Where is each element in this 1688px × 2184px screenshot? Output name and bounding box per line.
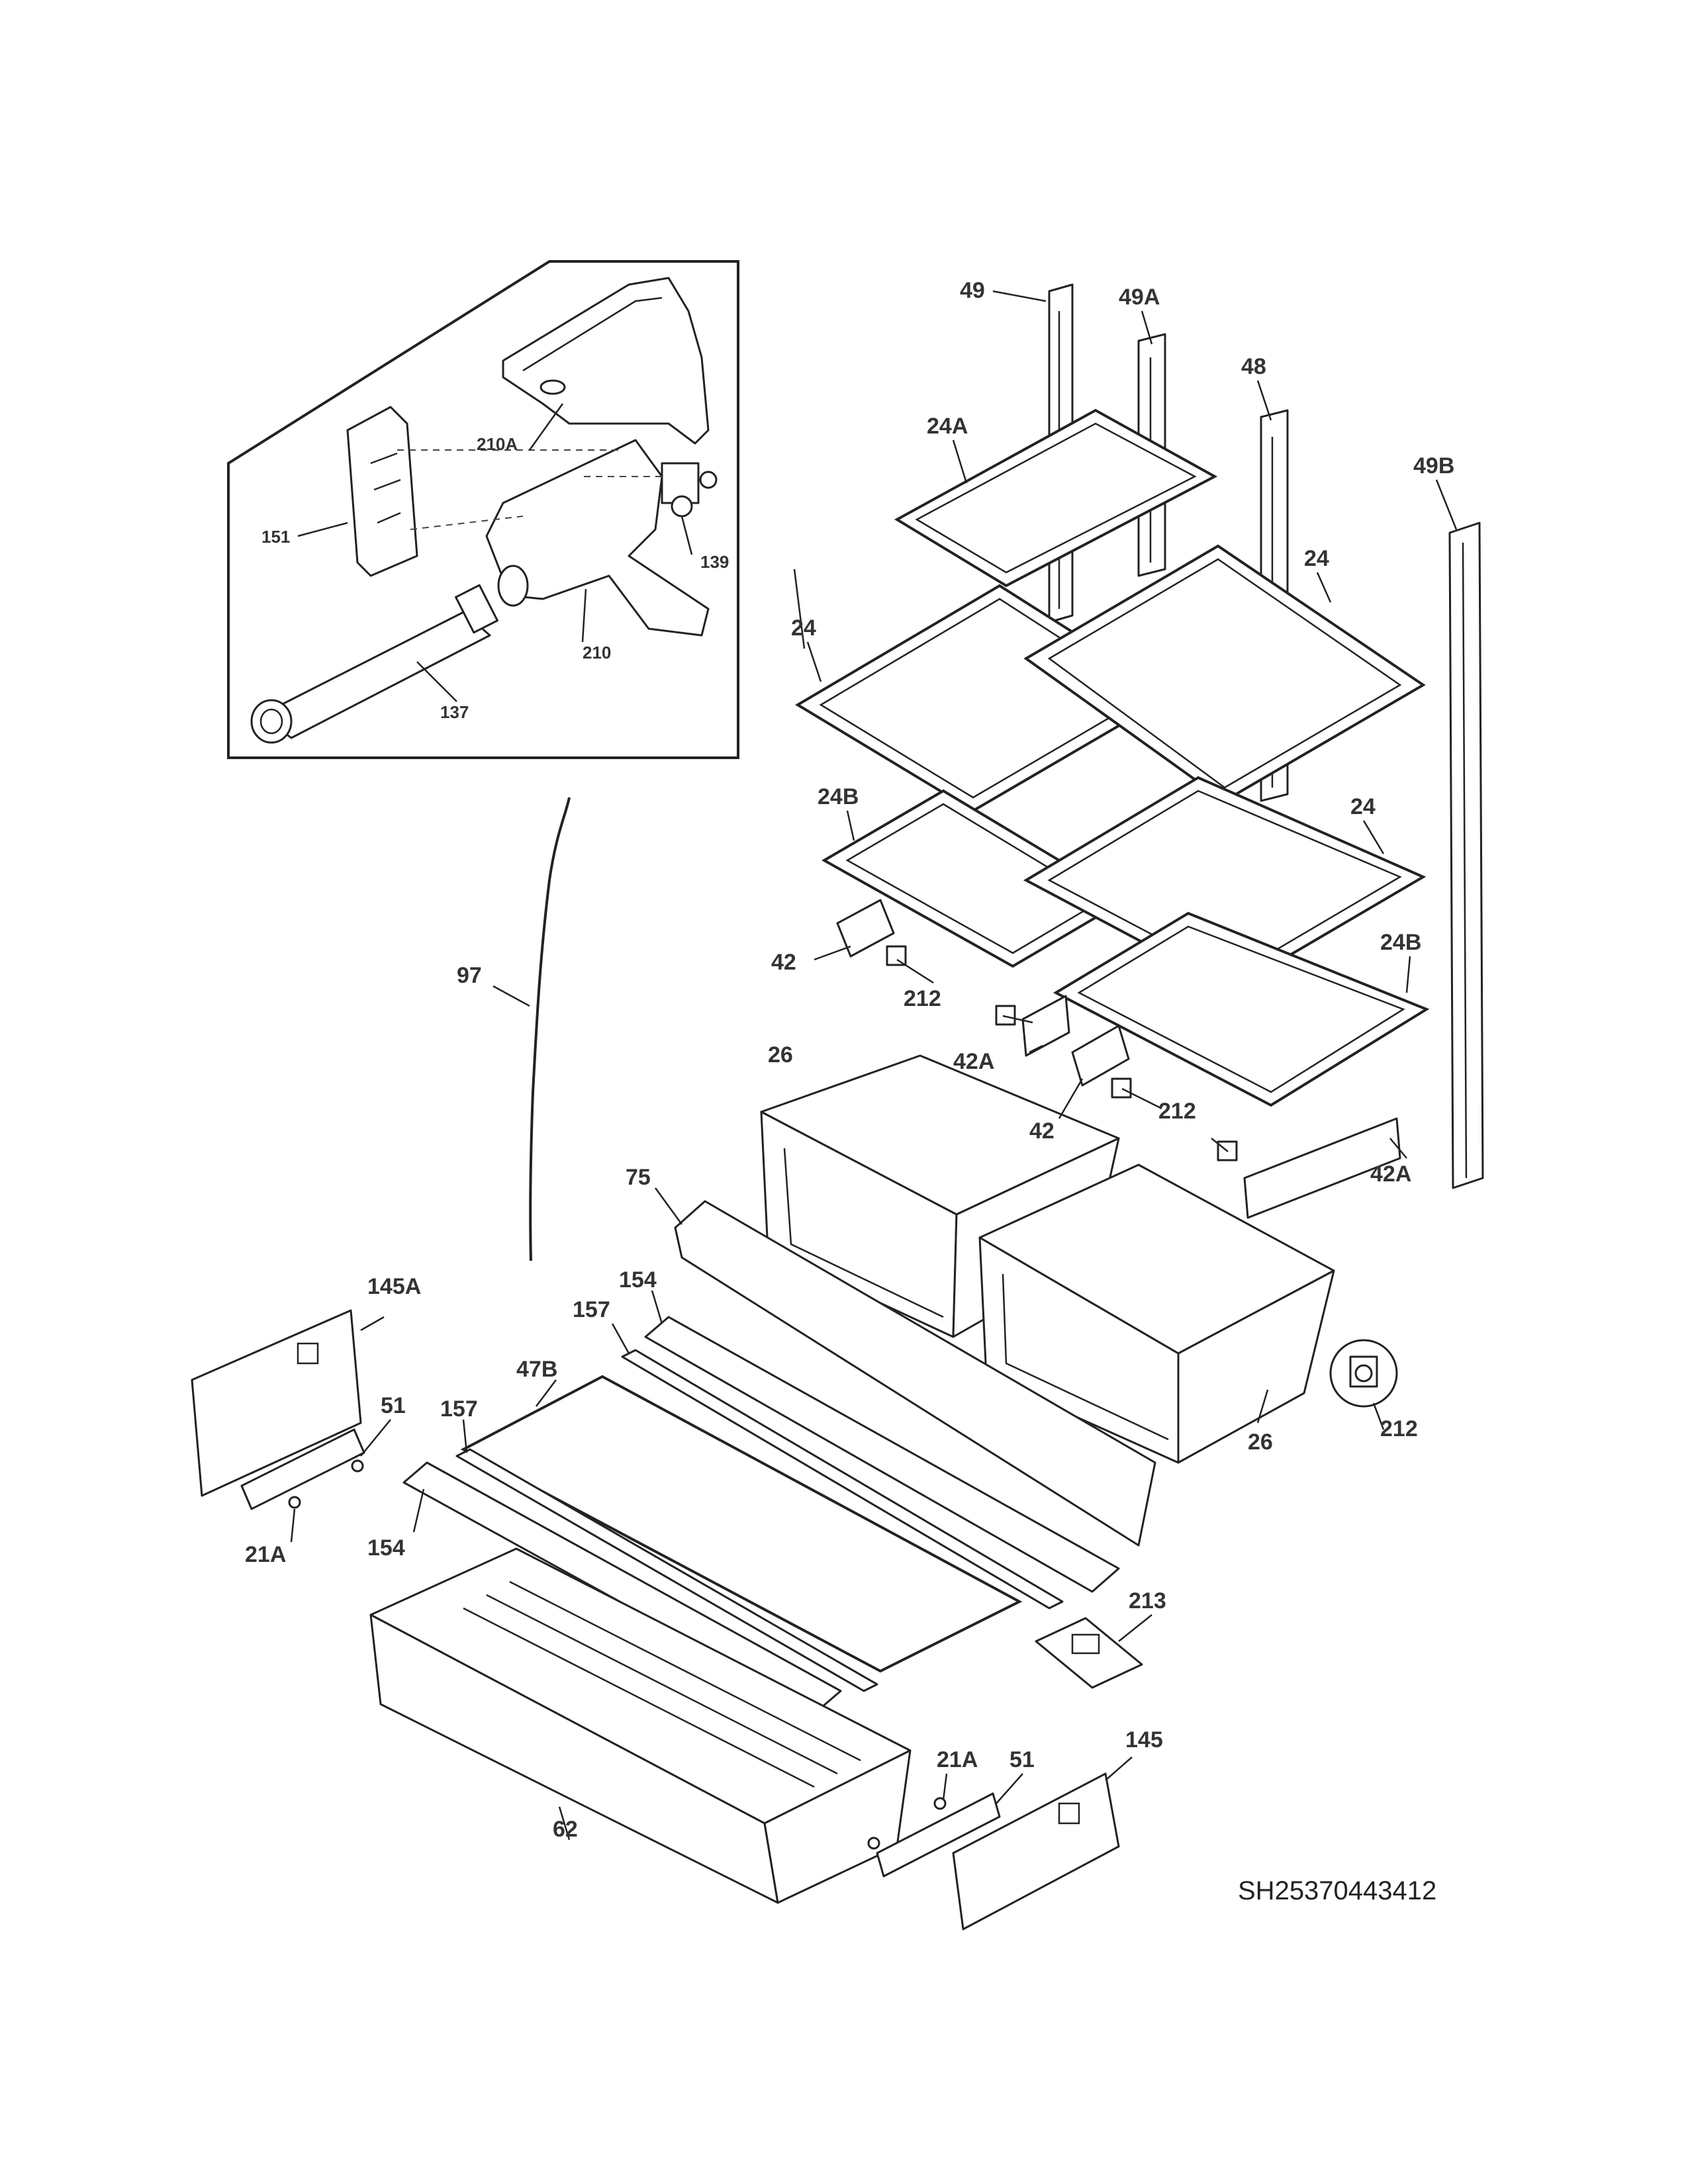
label-212-1: 212	[904, 986, 941, 1011]
part-97-wire	[529, 797, 571, 1261]
part-49b-rail	[1448, 522, 1484, 1189]
label-154-upper: 154	[619, 1267, 657, 1293]
label-97: 97	[457, 963, 482, 988]
drawing-number: SH25370443412	[1238, 1876, 1436, 1905]
shelves	[795, 408, 1430, 1107]
leader-lines	[290, 290, 1458, 1841]
label-21a-left: 21A	[245, 1542, 286, 1567]
part-145a-left-support	[191, 1309, 362, 1497]
part-212-clip-2	[995, 1005, 1016, 1026]
part-157-strip-lower	[455, 1448, 878, 1692]
crispers	[760, 1054, 1335, 1464]
label-26-right: 26	[1248, 1430, 1273, 1455]
crisper-covers	[402, 1200, 1156, 1712]
part-42a-bracket-center	[1021, 995, 1070, 1057]
callouts: 49 49A 48 49B 24A 24 24 24 24B 24B 42 21…	[245, 278, 1454, 1842]
part-154-frame-upper	[644, 1316, 1120, 1593]
label-157-upper: 157	[573, 1297, 610, 1322]
part-212-clip-1	[886, 945, 907, 966]
part-151-filter-cover	[346, 406, 418, 577]
label-145a: 145A	[367, 1274, 421, 1299]
label-48: 48	[1241, 354, 1266, 379]
part-24b-shelf-right	[1053, 911, 1430, 1107]
label-42a-1: 42A	[953, 1049, 994, 1074]
label-154-lower: 154	[367, 1535, 405, 1561]
label-42a-2: 42A	[1370, 1161, 1411, 1187]
label-213: 213	[1129, 1588, 1166, 1614]
part-47b-glass-cover	[460, 1375, 1023, 1673]
label-24-lower-right: 24	[1350, 794, 1376, 819]
label-24-top-right: 24	[1304, 546, 1329, 571]
part-210-filter-housing	[485, 439, 710, 637]
part-213-roller	[1035, 1617, 1143, 1689]
part-62-pantry-drawer	[369, 1547, 912, 1904]
part-42-bracket-right	[1071, 1024, 1130, 1087]
label-47b: 47B	[516, 1357, 557, 1382]
label-49a: 49A	[1119, 285, 1160, 310]
label-49b: 49B	[1413, 453, 1454, 478]
part-137-filter-cartridge	[250, 584, 498, 744]
part-42-bracket-left	[836, 899, 895, 958]
part-24a-shelf	[894, 408, 1218, 588]
label-212-2: 212	[1158, 1099, 1196, 1124]
label-24b-left: 24B	[818, 784, 859, 809]
part-51-cover-right	[876, 1792, 1001, 1878]
label-145: 145	[1125, 1727, 1163, 1752]
label-24-top-left: 24	[791, 615, 816, 641]
label-137: 137	[440, 702, 469, 722]
part-21a-screw-left	[288, 1459, 364, 1509]
label-157-lower: 157	[440, 1396, 478, 1422]
label-21a-right: 21A	[937, 1747, 978, 1772]
label-139: 139	[700, 552, 729, 572]
label-24b-right: 24B	[1380, 930, 1421, 955]
part-210a-filter-housing-cover	[502, 277, 710, 445]
label-212-3: 212	[1380, 1416, 1418, 1441]
label-210: 210	[583, 643, 611, 662]
label-49: 49	[960, 278, 985, 303]
part-157-strip-upper	[621, 1349, 1064, 1610]
label-210a: 210A	[477, 434, 518, 454]
part-42a-bracket-right	[1243, 1117, 1401, 1219]
part-212-clip-3	[1111, 1077, 1132, 1099]
brackets	[836, 899, 1401, 1408]
part-26-crisper-right	[978, 1163, 1335, 1464]
label-151: 151	[261, 527, 290, 547]
part-75-front-panel	[674, 1200, 1156, 1547]
water-filter-inset: 210A 151 139 210 137	[227, 260, 739, 759]
label-51-left: 51	[381, 1393, 406, 1418]
label-42-right: 42	[1029, 1118, 1055, 1144]
part-212-clip-detail	[1329, 1339, 1398, 1408]
inset-frame	[227, 260, 739, 759]
label-26-left: 26	[768, 1042, 793, 1068]
part-21a-screw-right	[867, 1797, 947, 1850]
part-139-valve	[661, 462, 718, 518]
label-42-left: 42	[771, 950, 796, 975]
part-24-shelf-upper-right	[1023, 544, 1426, 803]
label-75: 75	[626, 1165, 651, 1190]
part-145-right-support	[952, 1772, 1120, 1931]
label-51-right: 51	[1009, 1747, 1035, 1772]
label-62: 62	[553, 1817, 578, 1842]
label-24a: 24A	[927, 414, 968, 439]
